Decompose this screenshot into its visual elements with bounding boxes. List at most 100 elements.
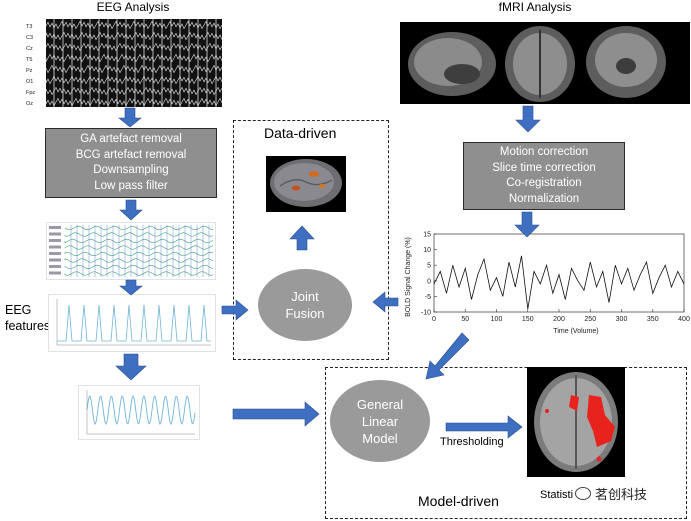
glm-line: General bbox=[356, 396, 404, 412]
watermark-text: 茗创科技 bbox=[595, 487, 648, 502]
eeg-raw-trace bbox=[45, 86, 223, 96]
eeg-clean-channel-tick bbox=[49, 239, 61, 242]
eeg-clean-trace bbox=[64, 225, 214, 231]
bold-x-axis-label: Time (Volume) bbox=[553, 328, 598, 335]
eeg-convolved-regressor-plot bbox=[78, 385, 200, 440]
eeg-raw-trace bbox=[45, 20, 223, 30]
eeg-channel-label: Fpz bbox=[26, 90, 35, 96]
bold-x-tick-label: 100 bbox=[491, 316, 503, 323]
bold-x-tick-label: 200 bbox=[553, 316, 565, 323]
eeg-clean-trace bbox=[64, 264, 214, 270]
eeg-channel-label: Pz bbox=[26, 68, 33, 74]
convolved-regressor-line bbox=[86, 394, 196, 426]
statistic-map-image bbox=[527, 367, 625, 477]
arrow-right bbox=[232, 401, 320, 427]
feature-spike-line bbox=[57, 304, 211, 342]
eeg-analysis-title: EEG Analysis bbox=[96, 0, 170, 14]
eeg-features-line: features bbox=[5, 319, 51, 333]
eeg-clean-channel-tick bbox=[49, 232, 61, 236]
bold-x-tick-label: 350 bbox=[647, 316, 659, 323]
eeg-clean-channel-tick bbox=[49, 258, 61, 262]
eeg-step: GA artefact removal bbox=[80, 133, 182, 145]
eeg-clean-svg bbox=[49, 225, 214, 277]
eeg-channel-label: T5 bbox=[26, 57, 32, 63]
bold-signal-line bbox=[433, 255, 685, 309]
fmri-brain-images bbox=[400, 22, 690, 104]
glm-line: Model bbox=[362, 430, 398, 446]
bold-y-tick-label: 10 bbox=[423, 247, 431, 254]
arrow-down bbox=[119, 199, 143, 221]
eeg-step: Low pass filter bbox=[94, 179, 168, 192]
eeg-clean-trace bbox=[64, 232, 214, 237]
eeg-clean-channel-tick bbox=[49, 271, 61, 275]
bold-x-tick-label: 150 bbox=[522, 316, 534, 323]
fmri-preprocessing-box: Motion correction Slice time correction … bbox=[463, 142, 625, 210]
watermark: 茗创科技 bbox=[575, 484, 647, 503]
eeg-features-line: EEG bbox=[5, 303, 32, 317]
bold-x-tick-label: 250 bbox=[584, 316, 596, 323]
eeg-raw-trace bbox=[45, 75, 223, 85]
glm-line: Linear bbox=[361, 413, 399, 429]
bold-y-tick-label: -10 bbox=[421, 310, 431, 317]
eeg-channel-label: T3 bbox=[26, 24, 32, 30]
eeg-raw-trace bbox=[45, 97, 223, 107]
eeg-clean-trace bbox=[64, 238, 214, 244]
arrow-down bbox=[119, 279, 143, 296]
glm-node: General Linear Model bbox=[330, 380, 430, 462]
eeg-raw-trace bbox=[45, 42, 223, 52]
eeg-clean-channel-tick bbox=[49, 252, 61, 255]
eeg-clean-trace bbox=[64, 258, 214, 263]
eeg-step: BCG artefact removal bbox=[75, 148, 187, 161]
fmri-step: Slice time correction bbox=[492, 161, 596, 174]
fusion-brain-svg bbox=[270, 159, 342, 207]
eeg-channel-label: O1 bbox=[26, 79, 33, 85]
eeg-preprocessing-box: GA artefact removal BCG artefact removal… bbox=[45, 128, 217, 198]
statistic-label: Statisti bbox=[540, 489, 574, 501]
eeg-feature-spikes-plot bbox=[48, 294, 216, 352]
fmri-step: Motion correction bbox=[499, 146, 589, 158]
fmri-brain-svg bbox=[408, 26, 666, 102]
bold-x-tick-label: 0 bbox=[432, 316, 436, 323]
bold-y-tick-label: 15 bbox=[423, 232, 431, 239]
eeg-channel-label: Cz bbox=[26, 46, 33, 52]
bold-x-tick-label: 50 bbox=[461, 316, 469, 323]
joint-fusion-line: Fusion bbox=[285, 306, 325, 321]
bold-y-axis-label: BOLD Signal Change (%) bbox=[405, 237, 412, 317]
fmri-analysis-title: fMRI Analysis bbox=[498, 0, 572, 14]
spike-svg bbox=[56, 299, 211, 346]
eeg-cleaned-traces bbox=[46, 222, 216, 280]
statistic-map-svg bbox=[534, 372, 618, 472]
eeg-raw-trace bbox=[45, 53, 223, 63]
bold-y-tick-label: 5 bbox=[427, 263, 431, 270]
bold-plot-frame bbox=[433, 233, 685, 313]
eeg-clean-channel-tick bbox=[49, 245, 61, 249]
joint-fusion-line: Joint bbox=[291, 289, 319, 304]
arrow-down bbox=[118, 107, 142, 128]
wechat-icon bbox=[575, 487, 591, 500]
data-driven-region bbox=[233, 120, 389, 360]
bold-x-tick-label: 400 bbox=[678, 316, 690, 323]
fmri-step: Normalization bbox=[508, 192, 580, 205]
conv-svg bbox=[86, 390, 196, 435]
eeg-clean-channel-tick bbox=[49, 265, 61, 268]
eeg-clean-trace bbox=[64, 245, 214, 250]
arrow-down bbox=[115, 353, 147, 381]
fusion-brain-image bbox=[266, 156, 346, 212]
fmri-step: Co-registration bbox=[506, 177, 582, 189]
bold-y-tick-label: 0 bbox=[427, 278, 431, 285]
eeg-features-label: EEG features bbox=[5, 302, 50, 334]
eeg-raw-trace bbox=[45, 31, 223, 41]
eeg-clean-trace bbox=[64, 251, 214, 257]
eeg-clean-trace bbox=[64, 271, 214, 276]
eeg-channel-label: Oz bbox=[26, 101, 33, 107]
eeg-step: Downsampling bbox=[93, 164, 169, 176]
eeg-clean-channel-tick bbox=[49, 226, 61, 229]
thresholding-label: Thresholding bbox=[440, 436, 504, 448]
eeg-raw-trace bbox=[45, 64, 223, 74]
eeg-channel-label: C3 bbox=[26, 35, 33, 41]
